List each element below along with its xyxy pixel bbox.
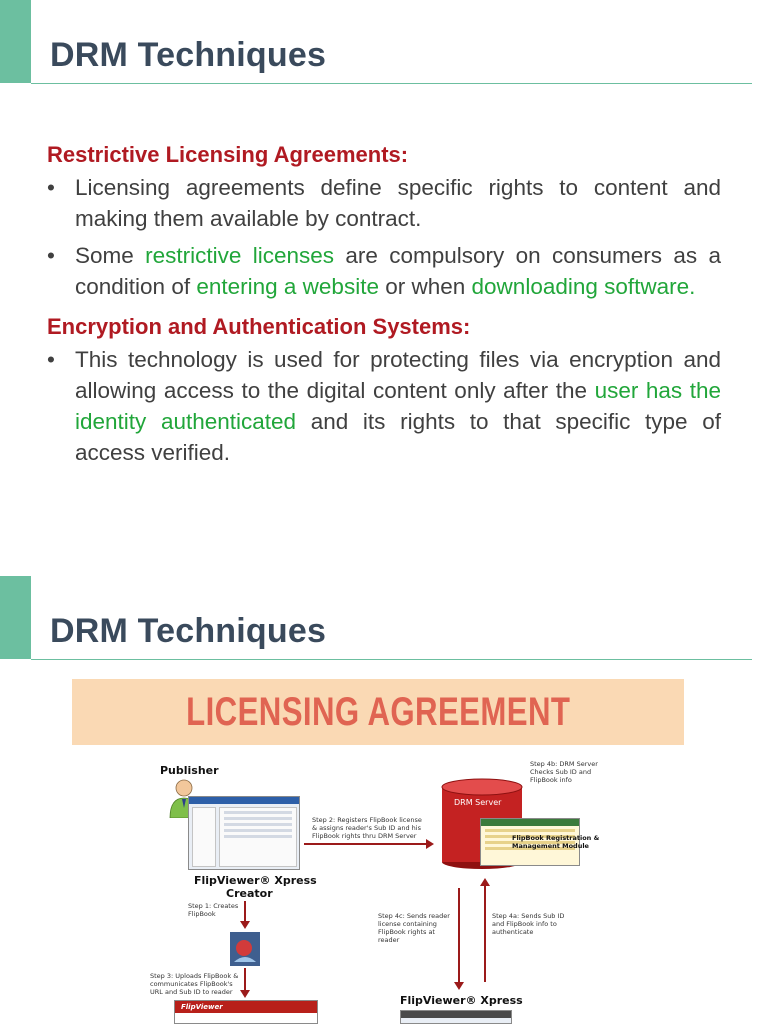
bullet-text-part: This technology is used for protecting f… bbox=[75, 347, 721, 403]
step4c-label: Step 4c: Sends reader license containing… bbox=[378, 912, 450, 944]
step2-arrow bbox=[304, 843, 428, 845]
arrow-head-icon bbox=[240, 990, 250, 998]
flipviewer-logo: FlipViewer bbox=[175, 1001, 317, 1013]
step4a-arrow bbox=[484, 884, 486, 982]
title-divider bbox=[31, 83, 752, 84]
step3-arrow bbox=[244, 968, 246, 992]
step1-arrow bbox=[244, 901, 246, 923]
reader-app-screenshot bbox=[400, 1010, 512, 1024]
arrow-head-icon bbox=[480, 878, 490, 886]
slide-2: DRM Techniques LICENSING AGREEMENT Publi… bbox=[0, 576, 768, 1024]
reader-app-label: FlipViewer® Xpress bbox=[400, 994, 523, 1007]
step1-label: Step 1: Creates FlipBook bbox=[188, 902, 239, 918]
creator-label-line2: Creator bbox=[226, 887, 273, 900]
publisher-label: Publisher bbox=[160, 764, 219, 777]
step4a-label: Step 4a: Sends Sub ID and FlipBook info … bbox=[492, 912, 565, 936]
step4b-label: Step 4b: DRM Server Checks Sub ID and Fl… bbox=[530, 760, 598, 784]
flipbook-thumbnail-icon bbox=[230, 932, 260, 966]
bullet-restrictive-licenses: • Some restrictive licenses are compulso… bbox=[47, 240, 721, 302]
highlight-entering-website: entering a website bbox=[196, 274, 379, 299]
accent-bar bbox=[0, 576, 31, 659]
bullet-dot: • bbox=[47, 243, 55, 268]
section-heading-encryption: Encryption and Authentication Systems: bbox=[47, 314, 471, 339]
bullet-encryption: • This technology is used for protecting… bbox=[47, 344, 721, 468]
bullet-text-part: and its rights to that specific type of … bbox=[75, 409, 721, 465]
banner-text: LICENSING AGREEMENT bbox=[185, 689, 571, 734]
module-label: FlipBook Registration & Management Modul… bbox=[512, 834, 600, 850]
flipviewer-web-screenshot: FlipViewer bbox=[174, 1000, 318, 1024]
highlight-downloading-software: downloading software. bbox=[471, 274, 696, 299]
slide-title: DRM Techniques bbox=[50, 612, 327, 650]
slide-1: DRM Techniques Restrictive Licensing Agr… bbox=[0, 0, 752, 474]
bullet-dot: • bbox=[47, 347, 55, 372]
step3-label: Step 3: Uploads FlipBook & communicates … bbox=[150, 972, 239, 996]
step4c-arrow bbox=[458, 888, 460, 984]
licensing-agreement-banner: LICENSING AGREEMENT bbox=[72, 679, 684, 745]
bullet-licensing-agreements: • Licensing agreements define specific r… bbox=[47, 172, 721, 234]
arrow-head-icon bbox=[454, 982, 464, 990]
drm-server-label: DRM Server bbox=[454, 798, 502, 807]
highlight-user-authenticated: user has the identity authenticated bbox=[75, 378, 722, 434]
registration-module-screenshot bbox=[480, 818, 580, 866]
highlight-restrictive-licenses: restrictive licenses bbox=[145, 243, 335, 268]
arrow-head-icon bbox=[240, 921, 250, 929]
slide-title: DRM Techniques bbox=[50, 36, 327, 74]
arrow-head-icon bbox=[426, 839, 434, 849]
bullet-text-part: are compulsory on consumers as a conditi… bbox=[75, 243, 721, 299]
bullet-text: Licensing agreements define specific rig… bbox=[75, 175, 721, 231]
bullet-text-part: Some bbox=[75, 243, 146, 268]
bullet-text-part: or when bbox=[378, 274, 472, 299]
section-heading-licensing: Restrictive Licensing Agreements: bbox=[47, 142, 409, 167]
slide-body: Restrictive Licensing Agreements: • Lice… bbox=[47, 140, 721, 474]
drm-flow-diagram: Publisher FlipViewer® Xpress Creator Ste… bbox=[138, 756, 630, 1024]
creator-app-screenshot bbox=[188, 796, 300, 870]
step2-label: Step 2: Registers FlipBook license & ass… bbox=[312, 816, 422, 840]
title-divider bbox=[31, 659, 752, 660]
bullet-dot: • bbox=[47, 175, 55, 200]
creator-label-line1: FlipViewer® Xpress bbox=[194, 874, 317, 887]
accent-bar bbox=[0, 0, 31, 83]
